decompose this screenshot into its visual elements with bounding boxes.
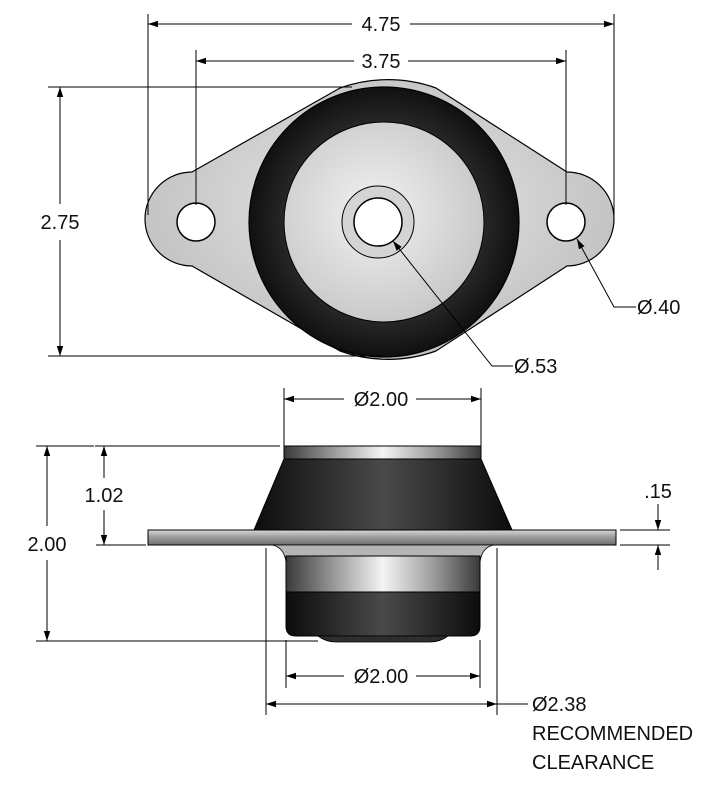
center-hole-dia-label: Ø.53 [514,356,557,378]
flange-thickness-label: .15 [644,481,672,503]
left-mounting-hole [176,202,216,242]
top-dia-label: Ø2.00 [354,389,408,411]
top-cap-side [283,445,482,460]
lower-metal-sleeve [285,555,481,593]
right-mounting-hole [546,202,586,242]
center-hole [353,197,403,247]
overall-length-label: 4.75 [362,14,401,36]
hole-spacing-label: 3.75 [362,51,401,73]
rubber-cone [253,458,513,531]
clearance-note-line2: CLEARANCE [532,752,654,774]
flange-plate [147,529,617,546]
side-view: Ø2.00 1.02 2.00 .15 Ø2.00 Ø2.38 RECOMMEN… [28,388,693,774]
overall-width-label: 2.75 [41,212,80,234]
clearance-dia-label: Ø2.38 [532,694,586,716]
overall-height-label: 2.00 [28,534,67,556]
top-view: 4.75 3.75 2.75 Ø.40 Ø.53 [41,14,680,378]
upper-height-label: 1.02 [85,485,124,507]
mounting-hole-dia-label: Ø.40 [637,297,680,319]
bottom-dia-label: Ø2.00 [354,666,408,688]
lower-rubber [285,591,481,637]
clearance-note-line1: RECOMMENDED [532,723,693,745]
